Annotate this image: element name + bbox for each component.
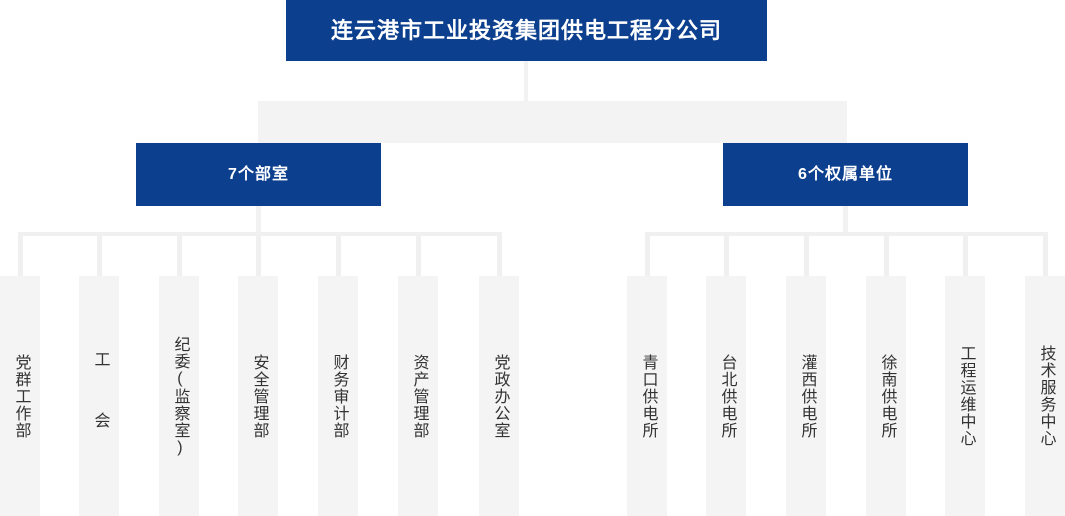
- connector-drop-departments-3: [177, 232, 182, 278]
- leaf-node-finance-audit-label: 财务审计部: [330, 353, 348, 439]
- leaf-node-administrative-office-label: 党政办公室: [491, 353, 509, 439]
- leaf-node-qingkou-station-label: 青口供电所: [639, 353, 657, 439]
- leaf-node-discipline-inspection-label: 纪委(监察室): [171, 335, 189, 457]
- leaf-node-qingkou-station[interactable]: 青口供电所: [627, 276, 667, 516]
- connector-drop-subsidiaries-5: [963, 232, 968, 278]
- leaf-node-taibei-station-label: 台北供电所: [718, 353, 736, 439]
- leaf-node-party-affairs-label: 党群工作部: [12, 353, 30, 439]
- leaf-node-taibei-station[interactable]: 台北供电所: [706, 276, 746, 516]
- connector-drop-departments-6: [416, 232, 421, 278]
- leaf-node-engineering-ops-center-label: 工程运维中心: [957, 345, 975, 447]
- leaf-node-union[interactable]: 工 会: [79, 276, 119, 516]
- connector-subsidiaries-stub: [843, 206, 848, 234]
- connector-drop-subsidiaries-1: [645, 232, 650, 278]
- leaf-node-guanxi-station[interactable]: 灌西供电所: [786, 276, 826, 516]
- connector-drop-subsidiaries-3: [804, 232, 809, 278]
- leaf-node-party-affairs[interactable]: 党群工作部: [0, 276, 40, 516]
- leaf-node-discipline-inspection[interactable]: 纪委(监察室): [159, 276, 199, 516]
- group-node-departments-label: 7个部室: [228, 165, 289, 183]
- group-node-departments[interactable]: 7个部室: [136, 143, 381, 206]
- connector-drop-departments-1: [18, 232, 23, 278]
- connector-drop-subsidiaries-6: [1043, 232, 1048, 278]
- leaf-node-finance-audit[interactable]: 财务审计部: [318, 276, 358, 516]
- connector-drop-departments-2: [97, 232, 102, 278]
- group-node-subsidiaries-label: 6个权属单位: [798, 165, 893, 183]
- leaf-node-xunan-station[interactable]: 徐南供电所: [866, 276, 906, 516]
- leaf-node-engineering-ops-center[interactable]: 工程运维中心: [945, 276, 985, 516]
- leaf-node-technical-service-center[interactable]: 技术服务中心: [1025, 276, 1065, 516]
- group-node-subsidiaries[interactable]: 6个权属单位: [723, 143, 968, 206]
- connector-subsidiaries-bus: [645, 232, 1047, 236]
- connector-drop-departments-7: [497, 232, 502, 278]
- connector-drop-subsidiaries-4: [884, 232, 889, 278]
- leaf-node-administrative-office[interactable]: 党政办公室: [479, 276, 519, 516]
- leaf-node-technical-service-center-label: 技术服务中心: [1037, 345, 1055, 447]
- connector-level1-band: [258, 101, 847, 143]
- leaf-node-xunan-station-label: 徐南供电所: [878, 353, 896, 439]
- leaf-node-union-label: 工 会: [91, 350, 109, 442]
- leaf-node-asset-management[interactable]: 资产管理部: [398, 276, 438, 516]
- leaf-node-guanxi-station-label: 灌西供电所: [798, 353, 816, 439]
- connector-departments-stub: [256, 206, 261, 234]
- leaf-node-safety-management-label: 安全管理部: [250, 353, 268, 439]
- connector-drop-subsidiaries-2: [724, 232, 729, 278]
- connector-drop-departments-5: [336, 232, 341, 278]
- root-node[interactable]: 连云港市工业投资集团供电工程分公司: [286, 0, 767, 61]
- leaf-node-safety-management[interactable]: 安全管理部: [238, 276, 278, 516]
- connector-root-stub: [524, 61, 528, 102]
- leaf-node-asset-management-label: 资产管理部: [410, 353, 428, 439]
- connector-drop-departments-4: [256, 232, 261, 278]
- root-node-label: 连云港市工业投资集团供电工程分公司: [330, 17, 722, 43]
